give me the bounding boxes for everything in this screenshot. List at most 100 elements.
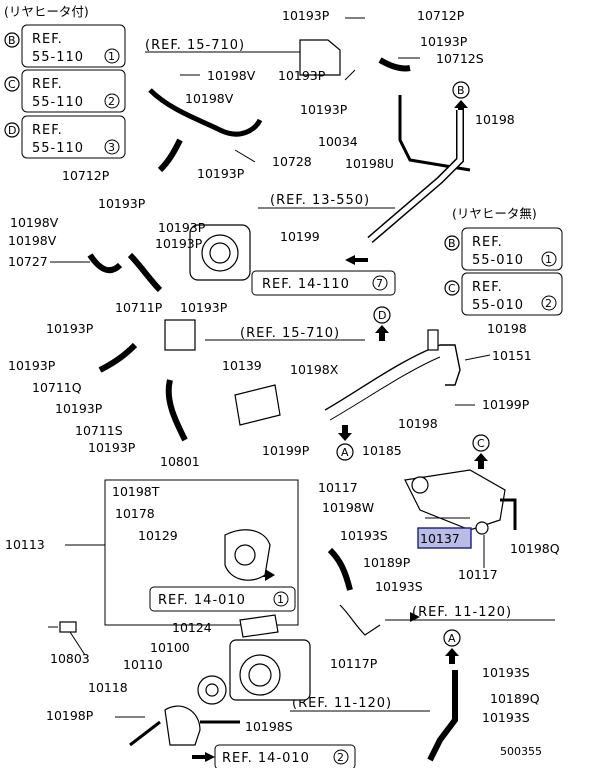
legend-letter: B bbox=[8, 34, 16, 47]
bracket-10139[interactable] bbox=[234, 384, 281, 426]
ref-14-010-a-box[interactable]: REF. 14-010 1 bbox=[149, 586, 296, 612]
part-10189p[interactable]: 10189P bbox=[363, 555, 411, 570]
part-10193s-1[interactable]: 10193S bbox=[340, 528, 388, 543]
water-outlet-assembly[interactable] bbox=[404, 469, 517, 535]
svg-text:A: A bbox=[448, 632, 456, 645]
part-10198v-4[interactable]: 10198V bbox=[8, 233, 57, 248]
ref-15-710-top[interactable]: (REF. 15-710) bbox=[145, 38, 245, 53]
flag-b-top: B bbox=[452, 81, 470, 116]
legend-line2: 55-110 bbox=[32, 141, 84, 156]
part-10193p-12[interactable]: 10193P bbox=[55, 401, 103, 416]
legend-right-c[interactable]: C REF. 55-010 2 bbox=[444, 272, 563, 316]
part-10198w[interactable]: 10198W bbox=[322, 500, 374, 515]
flag-c: C bbox=[472, 434, 490, 469]
part-10712p-2[interactable]: 10712P bbox=[62, 168, 110, 183]
part-10199p-2[interactable]: 10199P bbox=[262, 443, 310, 458]
arrow-left-icon bbox=[345, 255, 368, 265]
part-10178[interactable]: 10178 bbox=[115, 506, 155, 521]
housing-10118[interactable] bbox=[164, 705, 201, 746]
legend-line1: REF. bbox=[472, 280, 503, 295]
legend-line1: REF. bbox=[32, 77, 63, 92]
part-10034[interactable]: 10034 bbox=[318, 134, 358, 149]
part-10198v-1[interactable]: 10198V bbox=[207, 68, 256, 83]
part-10193p-1[interactable]: 10193P bbox=[282, 8, 330, 23]
left-hoses[interactable] bbox=[87, 252, 196, 442]
part-10193s-3[interactable]: 10193S bbox=[482, 665, 530, 680]
part-10193p-4[interactable]: 10193P bbox=[300, 102, 348, 117]
throttle-body-upper[interactable] bbox=[189, 224, 251, 281]
part-10198-2[interactable]: 10198 bbox=[487, 321, 527, 336]
ref-14-010-b-label: REF. 14-010 bbox=[222, 751, 310, 766]
part-10129[interactable]: 10129 bbox=[138, 528, 178, 543]
lower-hose-10189Q[interactable] bbox=[427, 670, 458, 762]
part-10139[interactable]: 10139 bbox=[222, 358, 262, 373]
part-10198v-3[interactable]: 10198V bbox=[10, 215, 59, 230]
part-10113[interactable]: 10113 bbox=[5, 537, 45, 552]
part-10198t[interactable]: 10198T bbox=[112, 484, 160, 499]
part-10198-1[interactable]: 10198 bbox=[475, 112, 515, 127]
legend-left-b[interactable]: B REF. 55-110 1 bbox=[4, 24, 126, 68]
ref-14-010-b-box[interactable]: REF. 14-010 2 bbox=[214, 744, 356, 768]
part-10137[interactable]: 10137 bbox=[420, 531, 460, 546]
sensor-10803[interactable] bbox=[48, 621, 77, 633]
part-10137-highlight[interactable] bbox=[417, 527, 472, 549]
part-10712p-1[interactable]: 10712P bbox=[417, 8, 465, 23]
throttle-body-lower[interactable] bbox=[229, 614, 311, 701]
part-10193p-11[interactable]: 10193P bbox=[8, 358, 56, 373]
part-10193p-8[interactable]: 10193P bbox=[155, 236, 203, 251]
part-10712s[interactable]: 10712S bbox=[436, 51, 484, 66]
part-10118[interactable]: 10118 bbox=[88, 680, 128, 695]
part-10198s[interactable]: 10198S bbox=[245, 719, 293, 734]
ref-13-550[interactable]: (REF. 13-550) bbox=[270, 193, 370, 208]
part-10199p-1[interactable]: 10199P bbox=[482, 397, 530, 412]
part-10198u[interactable]: 10198U bbox=[345, 156, 394, 171]
part-10124[interactable]: 10124 bbox=[172, 620, 212, 635]
part-10801[interactable]: 10801 bbox=[160, 454, 200, 469]
part-10193p-10[interactable]: 10193P bbox=[46, 321, 94, 336]
part-10110[interactable]: 10110 bbox=[123, 657, 163, 672]
flag-a-bottom: A bbox=[443, 629, 461, 664]
part-10193p-13[interactable]: 10193P bbox=[88, 440, 136, 455]
note-with-rear-heater: (リヤヒータ付) bbox=[4, 4, 89, 19]
ref-15-710-mid[interactable]: (REF. 15-710) bbox=[240, 326, 340, 341]
part-10727[interactable]: 10727 bbox=[8, 254, 48, 269]
part-10193s-2[interactable]: 10193S bbox=[375, 579, 423, 594]
legend-line2: 55-010 bbox=[472, 298, 524, 313]
ref-14-110-label: REF. 14-110 bbox=[262, 277, 350, 292]
upper-hose-assembly[interactable] bbox=[148, 39, 471, 244]
ref-11-120-b[interactable]: (REF. 11-120) bbox=[292, 696, 392, 711]
part-10198p[interactable]: 10198P bbox=[46, 708, 94, 723]
part-10728[interactable]: 10728 bbox=[272, 154, 312, 169]
part-10193p-9[interactable]: 10193P bbox=[180, 300, 228, 315]
thermostat-10110[interactable] bbox=[197, 675, 227, 705]
part-10199-1[interactable]: 10199 bbox=[280, 229, 320, 244]
part-10711s[interactable]: 10711S bbox=[75, 423, 123, 438]
part-10711q[interactable]: 10711Q bbox=[32, 380, 82, 395]
legend-right-b[interactable]: B REF. 55-010 1 bbox=[444, 227, 563, 271]
part-10193p-6[interactable]: 10193P bbox=[98, 196, 146, 211]
part-10117-2[interactable]: 10117 bbox=[458, 567, 498, 582]
part-10803[interactable]: 10803 bbox=[50, 651, 90, 666]
legend-left-d[interactable]: D REF. 55-110 3 bbox=[4, 115, 126, 159]
part-10117-1[interactable]: 10117 bbox=[318, 480, 358, 495]
part-10193p-5[interactable]: 10193P bbox=[197, 166, 245, 181]
part-10185[interactable]: 10185 bbox=[362, 443, 402, 458]
part-10100[interactable]: 10100 bbox=[150, 640, 190, 655]
part-10198x[interactable]: 10198X bbox=[290, 362, 339, 377]
part-10198v-2[interactable]: 10198V bbox=[185, 91, 234, 106]
part-10193p-7[interactable]: 10193P bbox=[158, 220, 206, 235]
part-10193s-4[interactable]: 10193S bbox=[482, 710, 530, 725]
part-10711p[interactable]: 10711P bbox=[115, 300, 163, 315]
hose-10189P[interactable] bbox=[327, 547, 381, 636]
part-10189q[interactable]: 10189Q bbox=[490, 691, 540, 706]
part-10198-3[interactable]: 10198 bbox=[398, 416, 438, 431]
part-10193p-3[interactable]: 10193P bbox=[278, 68, 326, 83]
water-pipe-10151[interactable] bbox=[324, 329, 461, 421]
ref-14-110-box[interactable]: REF. 14-110 7 bbox=[251, 270, 396, 296]
part-10151[interactable]: 10151 bbox=[492, 348, 532, 363]
part-10117p[interactable]: 10117P bbox=[330, 656, 378, 671]
part-10193p-2[interactable]: 10193P bbox=[420, 34, 468, 49]
part-10198q[interactable]: 10198Q bbox=[510, 541, 560, 556]
ref-11-120-a[interactable]: (REF. 11-120) bbox=[412, 605, 512, 620]
legend-left-c[interactable]: C REF. 55-110 2 bbox=[4, 69, 126, 113]
